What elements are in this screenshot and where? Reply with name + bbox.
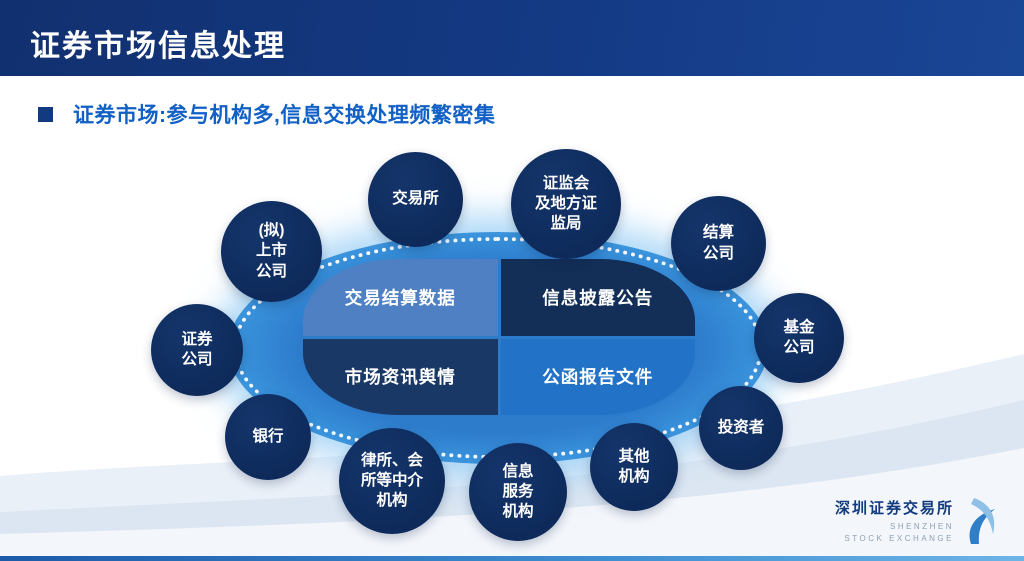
node-investors: 投资者 xyxy=(699,386,783,470)
quadrant-trade-settlement-data: 交易结算数据 xyxy=(303,259,498,336)
subtitle-text: 证券市场:参与机构多,信息交换处理频繁密集 xyxy=(73,104,496,127)
page-title: 证券市场信息处理 xyxy=(30,30,286,63)
org-name-en-line1: SHENZHEN xyxy=(889,522,954,531)
node-exchange: 交易所 xyxy=(368,152,463,247)
quadrant-official-reports: 公函报告文件 xyxy=(500,338,695,415)
footer-logo: 深圳证券交易所 SHENZHEN STOCK EXCHANGE xyxy=(835,497,998,545)
node-securities-company: 证券 公司 xyxy=(151,304,243,396)
slide-header: 证券市场信息处理 xyxy=(0,0,1024,76)
quadrant-market-news: 市场资讯舆情 xyxy=(303,338,498,415)
node-other-institutions: 其他 机构 xyxy=(590,423,678,511)
stock-exchange-logo-icon xyxy=(969,498,995,544)
node-clearing-company: 结算 公司 xyxy=(671,196,766,291)
node-banks: 银行 xyxy=(225,394,311,480)
quadrant-info-disclosure: 信息披露公告 xyxy=(500,259,695,336)
node-fund-company: 基金 公司 xyxy=(754,293,844,383)
org-name-en-line2: STOCK EXCHANGE xyxy=(844,534,954,543)
node-intermediaries: 律所、会 所等中介 机构 xyxy=(339,428,445,534)
node-csrc-regulators: 证监会 及地方证 监局 xyxy=(511,149,621,259)
node-proposed-listed-company: (拟) 上市 公司 xyxy=(221,201,322,302)
bullet-square-icon xyxy=(38,106,53,122)
node-info-service-agency: 信息 服务 机构 xyxy=(469,443,567,541)
quadrant-grid: 交易结算数据 信息披露公告 市场资讯舆情 公函报告文件 xyxy=(303,259,695,415)
subtitle-row: 证券市场:参与机构多,信息交换处理频繁密集 xyxy=(38,99,495,129)
bottom-accent-bar xyxy=(0,556,1024,561)
org-name-cn: 深圳证券交易所 xyxy=(834,500,954,517)
